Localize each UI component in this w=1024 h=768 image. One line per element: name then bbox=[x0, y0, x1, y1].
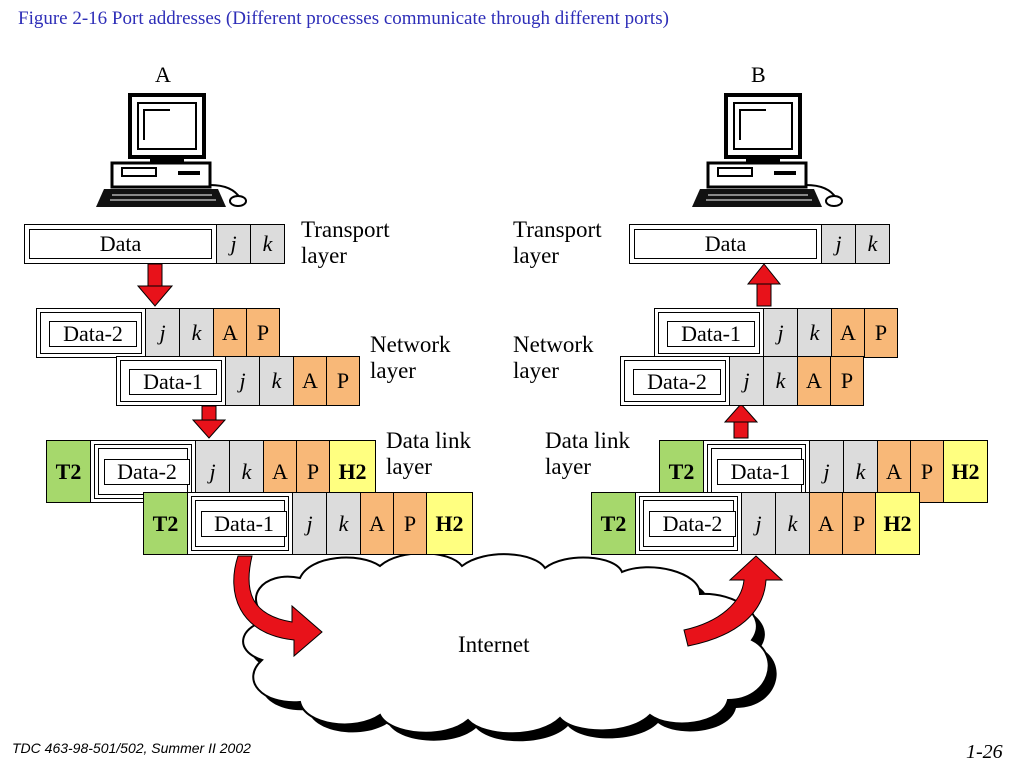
computer-a-icon bbox=[96, 93, 247, 207]
address-a-cell: A bbox=[797, 356, 831, 406]
address-a-cell: A bbox=[293, 356, 327, 406]
transport-layer-label-b: Transport layer bbox=[513, 217, 602, 268]
network-frame-a2: Data-1 bbox=[116, 356, 226, 406]
transport-frame-a: Data bbox=[24, 224, 217, 264]
port-k-cell: k bbox=[763, 356, 798, 406]
arrow-up-icon bbox=[746, 263, 782, 307]
port-j-cell: j bbox=[292, 492, 327, 555]
network-layer-label-b: Network layer bbox=[513, 332, 594, 383]
data-1-field: Data-1 bbox=[717, 459, 804, 485]
address-p-cell: P bbox=[326, 356, 360, 406]
computer-b-icon bbox=[692, 93, 843, 207]
network-frame-a1: Data-2 bbox=[36, 308, 146, 358]
trailer-t2-cell: T2 bbox=[46, 440, 91, 503]
trailer-t2-cell: T2 bbox=[143, 492, 188, 555]
transport-frame-b: Data bbox=[629, 224, 822, 264]
address-a-cell: A bbox=[360, 492, 394, 555]
port-j-cell: j bbox=[741, 492, 776, 555]
data-1-field: Data-1 bbox=[129, 369, 217, 395]
data-1-field: Data-1 bbox=[667, 321, 755, 347]
data-2-field: Data-2 bbox=[649, 511, 736, 537]
header-h2-cell: H2 bbox=[943, 440, 988, 503]
network-layer-label-a: Network layer bbox=[370, 332, 451, 383]
port-j-cell: j bbox=[821, 224, 856, 264]
port-j-cell: j bbox=[225, 356, 260, 406]
network-frame-b1: Data-1 bbox=[654, 308, 764, 358]
address-a-cell: A bbox=[831, 308, 865, 358]
datalink-layer-label-a: Data link layer bbox=[386, 428, 471, 479]
datalink-layer-label-b: Data link layer bbox=[545, 428, 630, 479]
port-k-cell: k bbox=[259, 356, 294, 406]
port-k-cell: k bbox=[326, 492, 361, 555]
port-j-cell: j bbox=[763, 308, 798, 358]
arrow-down-icon bbox=[191, 405, 227, 439]
data-field: Data bbox=[634, 229, 817, 259]
internet-label: Internet bbox=[458, 632, 530, 657]
address-a-cell: A bbox=[213, 308, 247, 358]
data-2-field: Data-2 bbox=[633, 369, 721, 395]
curved-arrow-icon bbox=[233, 555, 323, 658]
internet-cloud bbox=[242, 552, 777, 742]
host-b-label: B bbox=[751, 62, 766, 87]
header-h2-cell: H2 bbox=[875, 492, 920, 555]
data-1-field: Data-1 bbox=[201, 511, 287, 537]
page-number: 1-26 bbox=[966, 741, 1003, 763]
figure-title: Figure 2-16 Port addresses (Different pr… bbox=[18, 8, 669, 29]
address-a-cell: A bbox=[809, 492, 843, 555]
address-p-cell: P bbox=[864, 308, 898, 358]
port-k-cell: k bbox=[775, 492, 810, 555]
datalink-frame-b2: Data-2 bbox=[635, 492, 742, 555]
network-frame-b2: Data-2 bbox=[620, 356, 730, 406]
data-2-field: Data-2 bbox=[104, 459, 190, 485]
address-p-cell: P bbox=[393, 492, 427, 555]
port-k-cell: k bbox=[250, 224, 285, 264]
transport-layer-label-a: Transport layer bbox=[301, 217, 390, 268]
course-footer: TDC 463-98-501/502, Summer II 2002 bbox=[12, 740, 251, 756]
port-j-cell: j bbox=[729, 356, 764, 406]
address-p-cell: P bbox=[830, 356, 864, 406]
curved-arrow-icon bbox=[683, 555, 784, 647]
port-k-cell: k bbox=[797, 308, 832, 358]
host-a-label: A bbox=[155, 62, 171, 87]
port-j-cell: j bbox=[216, 224, 251, 264]
header-h2-cell: H2 bbox=[426, 492, 473, 555]
address-p-cell: P bbox=[246, 308, 280, 358]
trailer-t2-cell: T2 bbox=[591, 492, 636, 555]
address-p-cell: P bbox=[910, 440, 944, 503]
port-j-cell: j bbox=[145, 308, 180, 358]
data-2-field: Data-2 bbox=[49, 321, 137, 347]
arrow-down-icon bbox=[136, 263, 174, 307]
port-k-cell: k bbox=[179, 308, 214, 358]
address-p-cell: P bbox=[842, 492, 876, 555]
arrow-up-icon bbox=[723, 403, 759, 439]
data-field: Data bbox=[29, 229, 212, 259]
datalink-frame-a2: Data-1 bbox=[187, 492, 293, 555]
port-k-cell: k bbox=[855, 224, 890, 264]
